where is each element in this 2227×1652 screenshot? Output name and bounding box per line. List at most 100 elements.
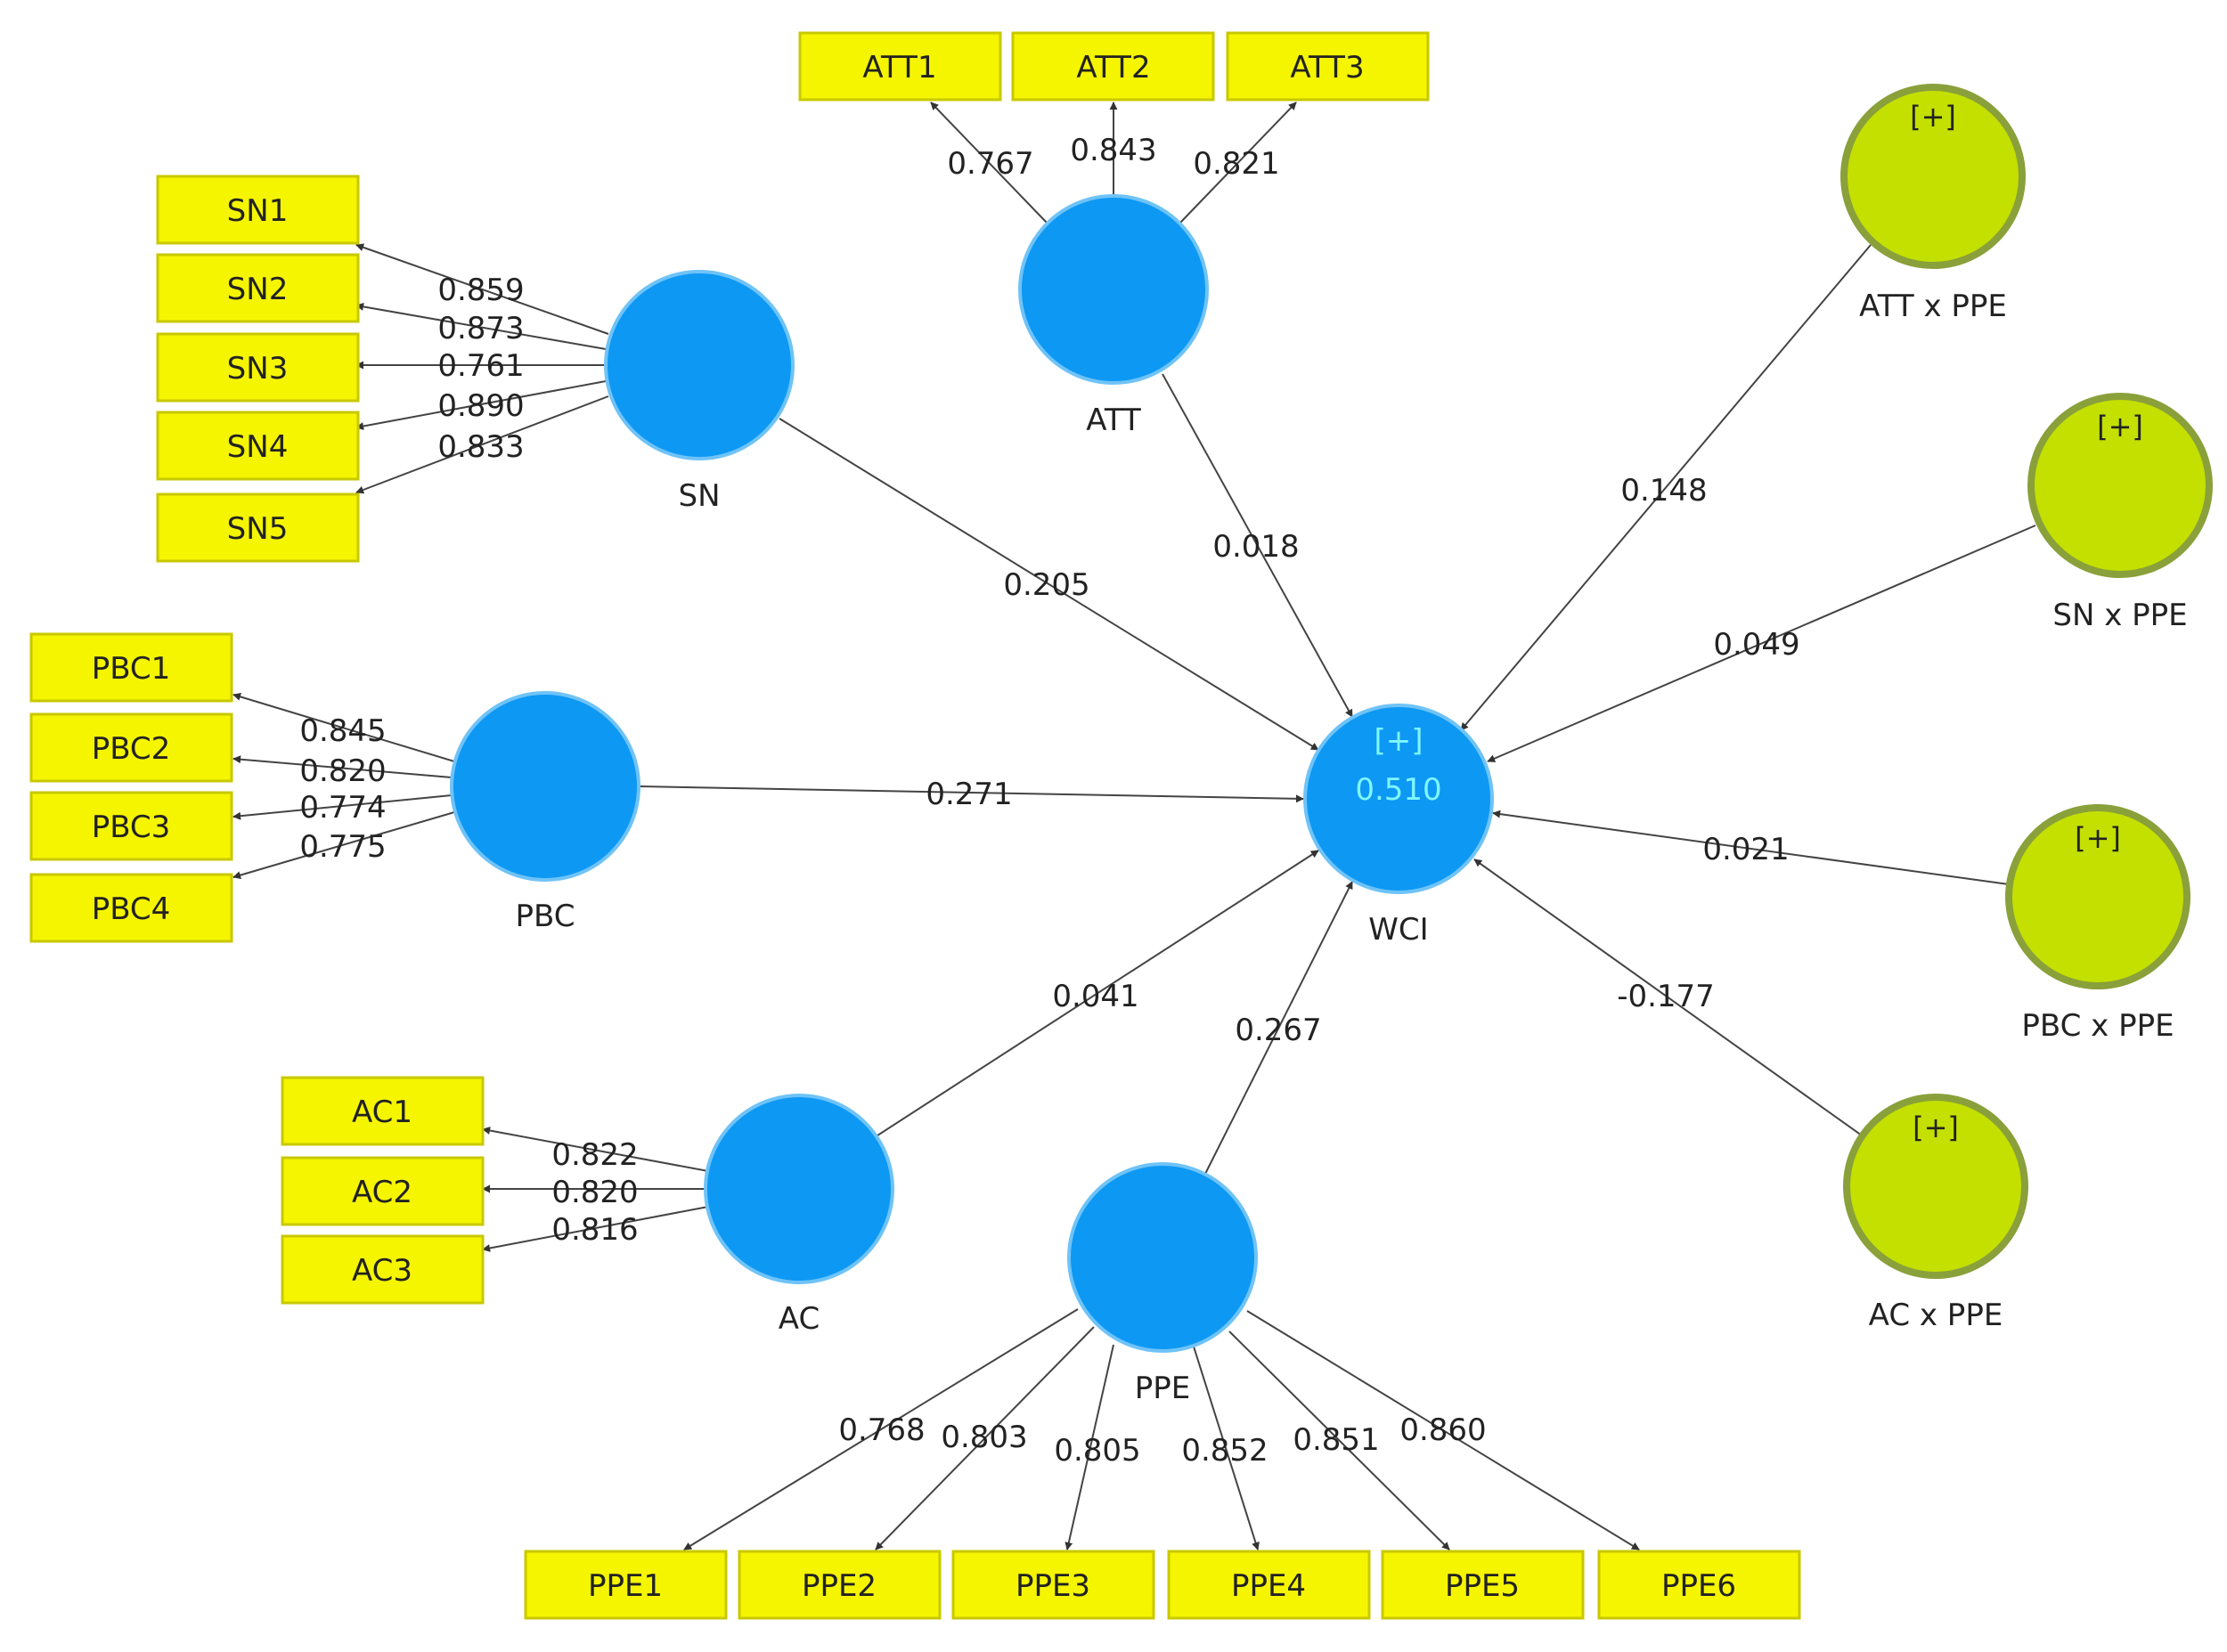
svg-text:PBC1: PBC1 <box>92 651 171 687</box>
edge-pbc-pbc3 <box>232 794 453 820</box>
moderator-pbcppe-label: PBC x PPE <box>2021 1008 2174 1044</box>
edge-pbc-wci <box>639 785 1304 803</box>
moderator-acppe-node[interactable] <box>1843 1094 2028 1279</box>
svg-text:PPE1: PPE1 <box>588 1568 663 1604</box>
latent-wci-label: WCI <box>1368 912 1428 948</box>
wci-expand-toggle[interactable]: [+] <box>1374 723 1423 759</box>
moderator-attppe-label: ATT x PPE <box>1859 289 2007 324</box>
latent-wci-node[interactable] <box>1303 704 1494 894</box>
svg-text:PBC4: PBC4 <box>92 891 171 927</box>
svg-text:SN2: SN2 <box>227 272 289 307</box>
indicators-layer: ATT1 ATT2 ATT3 SN1 SN2 SN3 SN4 SN5 <box>29 31 1801 1620</box>
indicator-pbc2: PBC2 <box>29 712 233 783</box>
indicator-sn3: SN3 <box>156 332 360 403</box>
path-att-wci: 0.018 <box>1212 529 1299 565</box>
edge-pbc-pbc1 <box>232 693 455 762</box>
svg-text:PPE5: PPE5 <box>1445 1568 1520 1604</box>
moderator-acppe-expand[interactable]: [+] <box>1913 1111 1959 1144</box>
path-snppe-wci: 0.049 <box>1713 627 1799 663</box>
coefficients-layer: 0.767 0.843 0.821 0.859 0.873 0.761 0.89… <box>299 133 1799 1469</box>
svg-text:ATT2: ATT2 <box>1076 50 1150 85</box>
svg-text:SN1: SN1 <box>227 193 289 229</box>
loading-ppe2: 0.803 <box>941 1420 1027 1455</box>
moderators-layer: [+] ATT x PPE [+] SN x PPE [+] PBC x PPE… <box>1840 84 2213 1333</box>
indicator-ppe3: PPE3 <box>951 1550 1155 1620</box>
indicator-att3: ATT3 <box>1226 31 1430 102</box>
indicator-ppe5: PPE5 <box>1381 1550 1585 1620</box>
latent-sn-node[interactable] <box>604 270 795 460</box>
moderator-snppe-node[interactable] <box>2027 393 2213 578</box>
latent-ac-label: AC <box>779 1301 820 1337</box>
svg-text:AC2: AC2 <box>352 1175 412 1210</box>
path-sn-wci: 0.205 <box>1003 567 1089 603</box>
edge-ppe-ppe6 <box>1246 1310 1640 1550</box>
indicator-ac3: AC3 <box>281 1234 485 1305</box>
moderator-acppe-label: AC x PPE <box>1869 1298 2003 1333</box>
loading-pbc3: 0.774 <box>299 790 386 826</box>
moderator-snppe-label: SN x PPE <box>2052 598 2187 633</box>
indicator-pbc3: PBC3 <box>29 791 233 861</box>
edge-pbcppe-wci <box>1492 810 2010 885</box>
edge-attppe-wci <box>1460 244 1872 731</box>
svg-text:SN4: SN4 <box>227 429 289 465</box>
loading-sn5: 0.833 <box>437 429 524 465</box>
loading-att3: 0.821 <box>1193 146 1279 182</box>
path-attppe-wci: 0.148 <box>1620 473 1707 509</box>
edge-ppe-ppe4 <box>1193 1346 1260 1550</box>
loading-ppe6: 0.860 <box>1399 1412 1486 1448</box>
indicator-sn2: SN2 <box>156 253 360 323</box>
svg-text:PPE6: PPE6 <box>1661 1568 1736 1604</box>
loading-ac3: 0.816 <box>551 1212 638 1248</box>
loading-sn4: 0.890 <box>437 388 524 424</box>
edge-att-att1 <box>930 102 1048 224</box>
loading-pbc1: 0.845 <box>299 713 386 749</box>
indicator-sn5: SN5 <box>156 492 360 563</box>
path-pbc-wci: 0.271 <box>926 777 1012 812</box>
loading-sn3: 0.761 <box>437 348 524 384</box>
latent-att-node[interactable] <box>1018 194 1209 385</box>
svg-text:ATT3: ATT3 <box>1290 50 1364 85</box>
latent-ac-node[interactable] <box>704 1094 894 1284</box>
loading-pbc2: 0.820 <box>299 753 386 789</box>
indicator-ppe1: PPE1 <box>524 1550 728 1620</box>
moderator-pbcppe-node[interactable] <box>2005 804 2190 989</box>
indicator-ppe6: PPE6 <box>1597 1550 1801 1620</box>
moderator-attppe-node[interactable] <box>1840 84 2026 269</box>
loading-att1: 0.767 <box>947 146 1033 182</box>
edge-pbc-pbc2 <box>232 755 453 778</box>
indicator-pbc4: PBC4 <box>29 873 233 943</box>
loading-ppe4: 0.852 <box>1181 1433 1268 1469</box>
loading-ac1: 0.822 <box>551 1137 638 1173</box>
edge-ppe-wci <box>1204 881 1353 1175</box>
edge-ppe-ppe3 <box>1065 1344 1114 1550</box>
path-ppe-wci: 0.267 <box>1235 1013 1321 1048</box>
latent-pbc-node[interactable] <box>450 691 640 882</box>
moderator-attppe-expand[interactable]: [+] <box>1910 100 1956 134</box>
indicator-ac1: AC1 <box>281 1076 485 1146</box>
edge-ac-ac1 <box>482 1127 709 1172</box>
loading-ppe5: 0.851 <box>1293 1422 1379 1458</box>
svg-text:AC3: AC3 <box>352 1253 412 1289</box>
latent-variables-layer: ATT SN PBC AC PPE [+] 0.510 WCI <box>450 194 1494 1406</box>
edge-sn-sn2 <box>355 302 607 350</box>
moderator-pbcppe-expand[interactable]: [+] <box>2075 821 2121 855</box>
indicator-att1: ATT1 <box>798 31 1002 102</box>
path-acppe-wci: -0.177 <box>1617 979 1715 1014</box>
svg-text:PBC3: PBC3 <box>92 810 171 845</box>
edge-ppe-ppe5 <box>1228 1331 1450 1550</box>
path-ac-wci: 0.041 <box>1052 979 1138 1014</box>
edge-ac-wci <box>877 850 1319 1136</box>
edge-pbc-pbc4 <box>232 811 455 880</box>
indicator-ac2: AC2 <box>281 1156 485 1226</box>
moderator-snppe-expand[interactable]: [+] <box>2097 410 2143 444</box>
latent-ppe-node[interactable] <box>1067 1162 1258 1353</box>
edge-ac-ac3 <box>482 1206 709 1252</box>
svg-text:SN5: SN5 <box>227 511 289 547</box>
edges-layer <box>232 102 2036 1550</box>
latent-sn-label: SN <box>678 478 720 514</box>
edge-sn-sn5 <box>355 395 609 494</box>
edge-sn-wci <box>779 418 1319 751</box>
edge-ppe-ppe2 <box>875 1326 1095 1550</box>
svg-text:AC1: AC1 <box>352 1095 412 1130</box>
loading-ppe1: 0.768 <box>838 1412 925 1448</box>
